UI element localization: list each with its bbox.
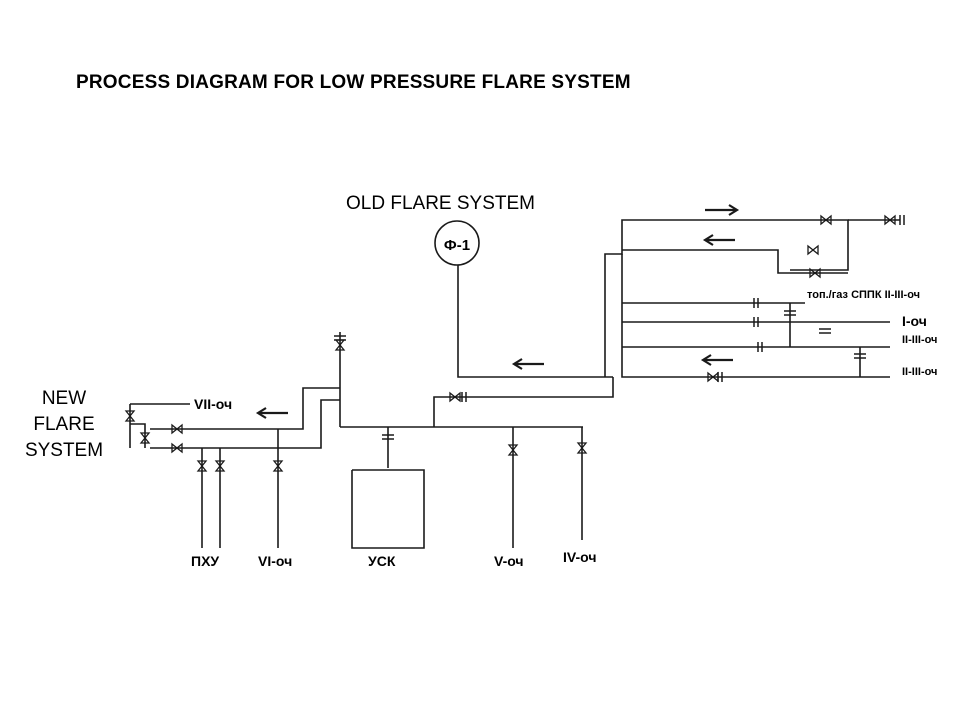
flow-arrow-left-icon bbox=[703, 233, 737, 247]
old-flare-system-label: OLD FLARE SYSTEM bbox=[346, 193, 535, 214]
new-flare-label-line: FLARE bbox=[33, 414, 95, 435]
flow-arrow-left-icon bbox=[701, 353, 735, 367]
flow-arrow-left-icon bbox=[256, 406, 290, 420]
diagram-title: PROCESS DIAGRAM FOR LOW PRESSURE FLARE S… bbox=[76, 72, 631, 93]
gate-valve-icon bbox=[807, 245, 819, 255]
flare-unit-label: Ф-1 bbox=[444, 237, 470, 254]
flare-unit-circle bbox=[434, 220, 480, 266]
new-flare-label-line: SYSTEM bbox=[24, 440, 104, 461]
flange-icon bbox=[899, 214, 905, 226]
right-line-label: II-III-оч bbox=[902, 334, 937, 346]
new-flare-system-label: NEW FLARE SYSTEM bbox=[8, 386, 120, 464]
flow-arrow-right-icon bbox=[703, 203, 739, 217]
source-label: VI-оч bbox=[258, 553, 292, 569]
right-line-label: II-III-оч bbox=[902, 366, 937, 378]
right-line-label: I-оч bbox=[902, 313, 927, 329]
new-flare-label-line: NEW bbox=[41, 388, 87, 409]
source-label: IV-оч bbox=[563, 549, 596, 565]
source-label: УСК bbox=[368, 553, 396, 569]
left-line-label: VII-оч bbox=[194, 396, 232, 412]
right-line-label: топ./газ СППК II-III-оч bbox=[807, 289, 920, 301]
source-label: V-оч bbox=[494, 553, 524, 569]
flow-arrow-left-icon bbox=[512, 357, 546, 371]
flange-icon bbox=[818, 328, 832, 334]
source-label: ПХУ bbox=[191, 553, 219, 569]
